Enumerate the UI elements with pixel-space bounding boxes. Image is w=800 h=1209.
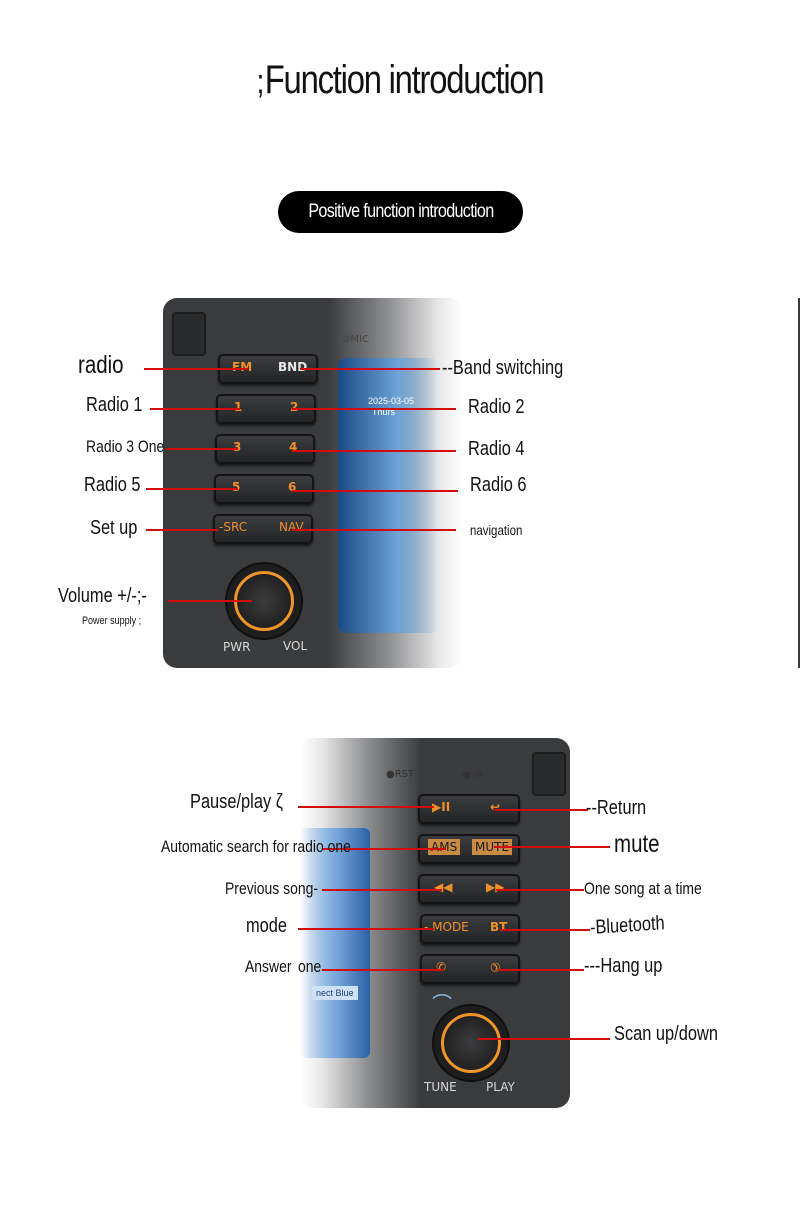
line-pause-play [298, 806, 434, 808]
ams-key: AMS [428, 839, 461, 855]
line-radio4 [292, 450, 456, 452]
line-bluetooth [500, 929, 590, 931]
mount-tab-right [532, 752, 566, 796]
label-radio6: Radio 6 [470, 474, 527, 496]
tune-label: TUNE [424, 1080, 457, 1094]
label-answer: Answer [245, 957, 292, 976]
title-mark: ; [256, 63, 265, 101]
rst-text: RST [394, 769, 415, 780]
preset-3-key: 3 [233, 440, 242, 454]
label-mode: mode [246, 915, 288, 937]
line-mute [494, 846, 610, 848]
mic-text: MIC [350, 334, 369, 345]
mic-icon: ⊘ [342, 334, 351, 345]
label-mute: mute [614, 830, 660, 858]
next-icon: ▶▶ [486, 880, 505, 894]
pwr-label: PWR [223, 640, 251, 654]
line-radio [144, 368, 248, 370]
label-one-song: One song at a time [584, 879, 702, 898]
line-radio5 [146, 488, 238, 490]
ir-text: IR [473, 770, 484, 781]
label-pause-play: Pause/play ζ [190, 791, 283, 813]
line-ams [322, 848, 446, 850]
label-hang-up: ---Hang up [584, 955, 663, 977]
screen-date: 2025-03-05 [368, 396, 415, 406]
line-band [300, 368, 440, 370]
line-previous [322, 889, 442, 891]
ir-label: ● IR [462, 770, 484, 781]
label-band-switching: --Band switching [442, 357, 564, 379]
display-screen-right [300, 828, 370, 1058]
nav-key: NAV [279, 520, 304, 534]
screen-day: Thurs [372, 407, 396, 417]
line-radio3 [166, 448, 238, 450]
mode-key: - MODE [424, 920, 469, 934]
line-radio6 [292, 490, 458, 492]
label-auto-search: Automatic search for radio one [161, 837, 351, 856]
mic-label: ⊘MIC [342, 334, 369, 345]
label-previous-song: Previous song- [225, 879, 318, 898]
preset-4-key: 4 [289, 440, 298, 454]
line-mode [298, 928, 434, 930]
play-pause-icon: ▶II [432, 800, 451, 814]
preset-6-key: 6 [288, 480, 297, 494]
label-radio: radio [78, 351, 124, 379]
label-radio4: Radio 4 [468, 438, 525, 460]
edge-stripe [798, 298, 800, 668]
tune-knob-ring [441, 1013, 501, 1073]
label-navigation: navigation [470, 522, 523, 538]
answer-call-icon: ✆ [436, 960, 447, 974]
tune-knob[interactable] [432, 1004, 510, 1082]
rst-label: ●RST [386, 769, 415, 780]
label-radio1: Radio 1 [86, 394, 143, 416]
label-radio3: Radio 3 One [86, 437, 165, 456]
volume-knob-ring [234, 571, 294, 631]
vol-label: VOL [283, 639, 308, 653]
section-pill: Positive function introduction [278, 191, 523, 233]
line-scan [478, 1038, 610, 1040]
hangup-call-icon: ✆ [486, 958, 504, 976]
label-radio2: Radio 2 [468, 396, 525, 418]
mount-tab [172, 312, 206, 356]
display-screen [338, 358, 438, 633]
title-text: Function introduction [264, 58, 545, 102]
label-power-supply: Power supply ; [82, 615, 142, 627]
page-title: ;Function introduction [72, 58, 728, 103]
label-setup: Set up [90, 517, 138, 539]
line-hangup [498, 969, 584, 971]
bnd-key: BND [278, 360, 308, 374]
section-pill-label: Positive function introduction [307, 201, 494, 222]
label-scan: Scan up/down [614, 1023, 718, 1045]
preset-1-key: 1 [234, 400, 243, 414]
label-radio5: Radio 5 [84, 474, 141, 496]
line-setup [146, 529, 218, 531]
line-volume [168, 600, 252, 602]
src-key: -SRC [219, 520, 248, 534]
screen-bluetooth-text: nect Blue [312, 986, 358, 1000]
line-return [494, 809, 588, 811]
label-return: --Return [586, 797, 647, 819]
tune-arc-icon: ⌒ [432, 992, 452, 1016]
play-label: PLAY [486, 1080, 515, 1094]
line-navigation [292, 529, 456, 531]
fm-key: FM [232, 360, 253, 374]
return-icon: ↩ [490, 800, 501, 814]
mute-key: MUTE [472, 839, 513, 855]
label-answer-one: one [298, 957, 322, 976]
line-next [496, 889, 584, 891]
bt-key: BT [490, 920, 508, 934]
preset-5-key: 5 [232, 480, 241, 494]
line-radio2 [292, 408, 456, 410]
line-answer [322, 969, 444, 971]
previous-icon: ◀◀ [434, 880, 453, 894]
label-bluetooth: -Bluetooth [589, 912, 666, 939]
label-volume: Volume +/-;- [58, 585, 147, 607]
preset-2-key: 2 [290, 400, 299, 414]
line-radio1 [150, 408, 240, 410]
